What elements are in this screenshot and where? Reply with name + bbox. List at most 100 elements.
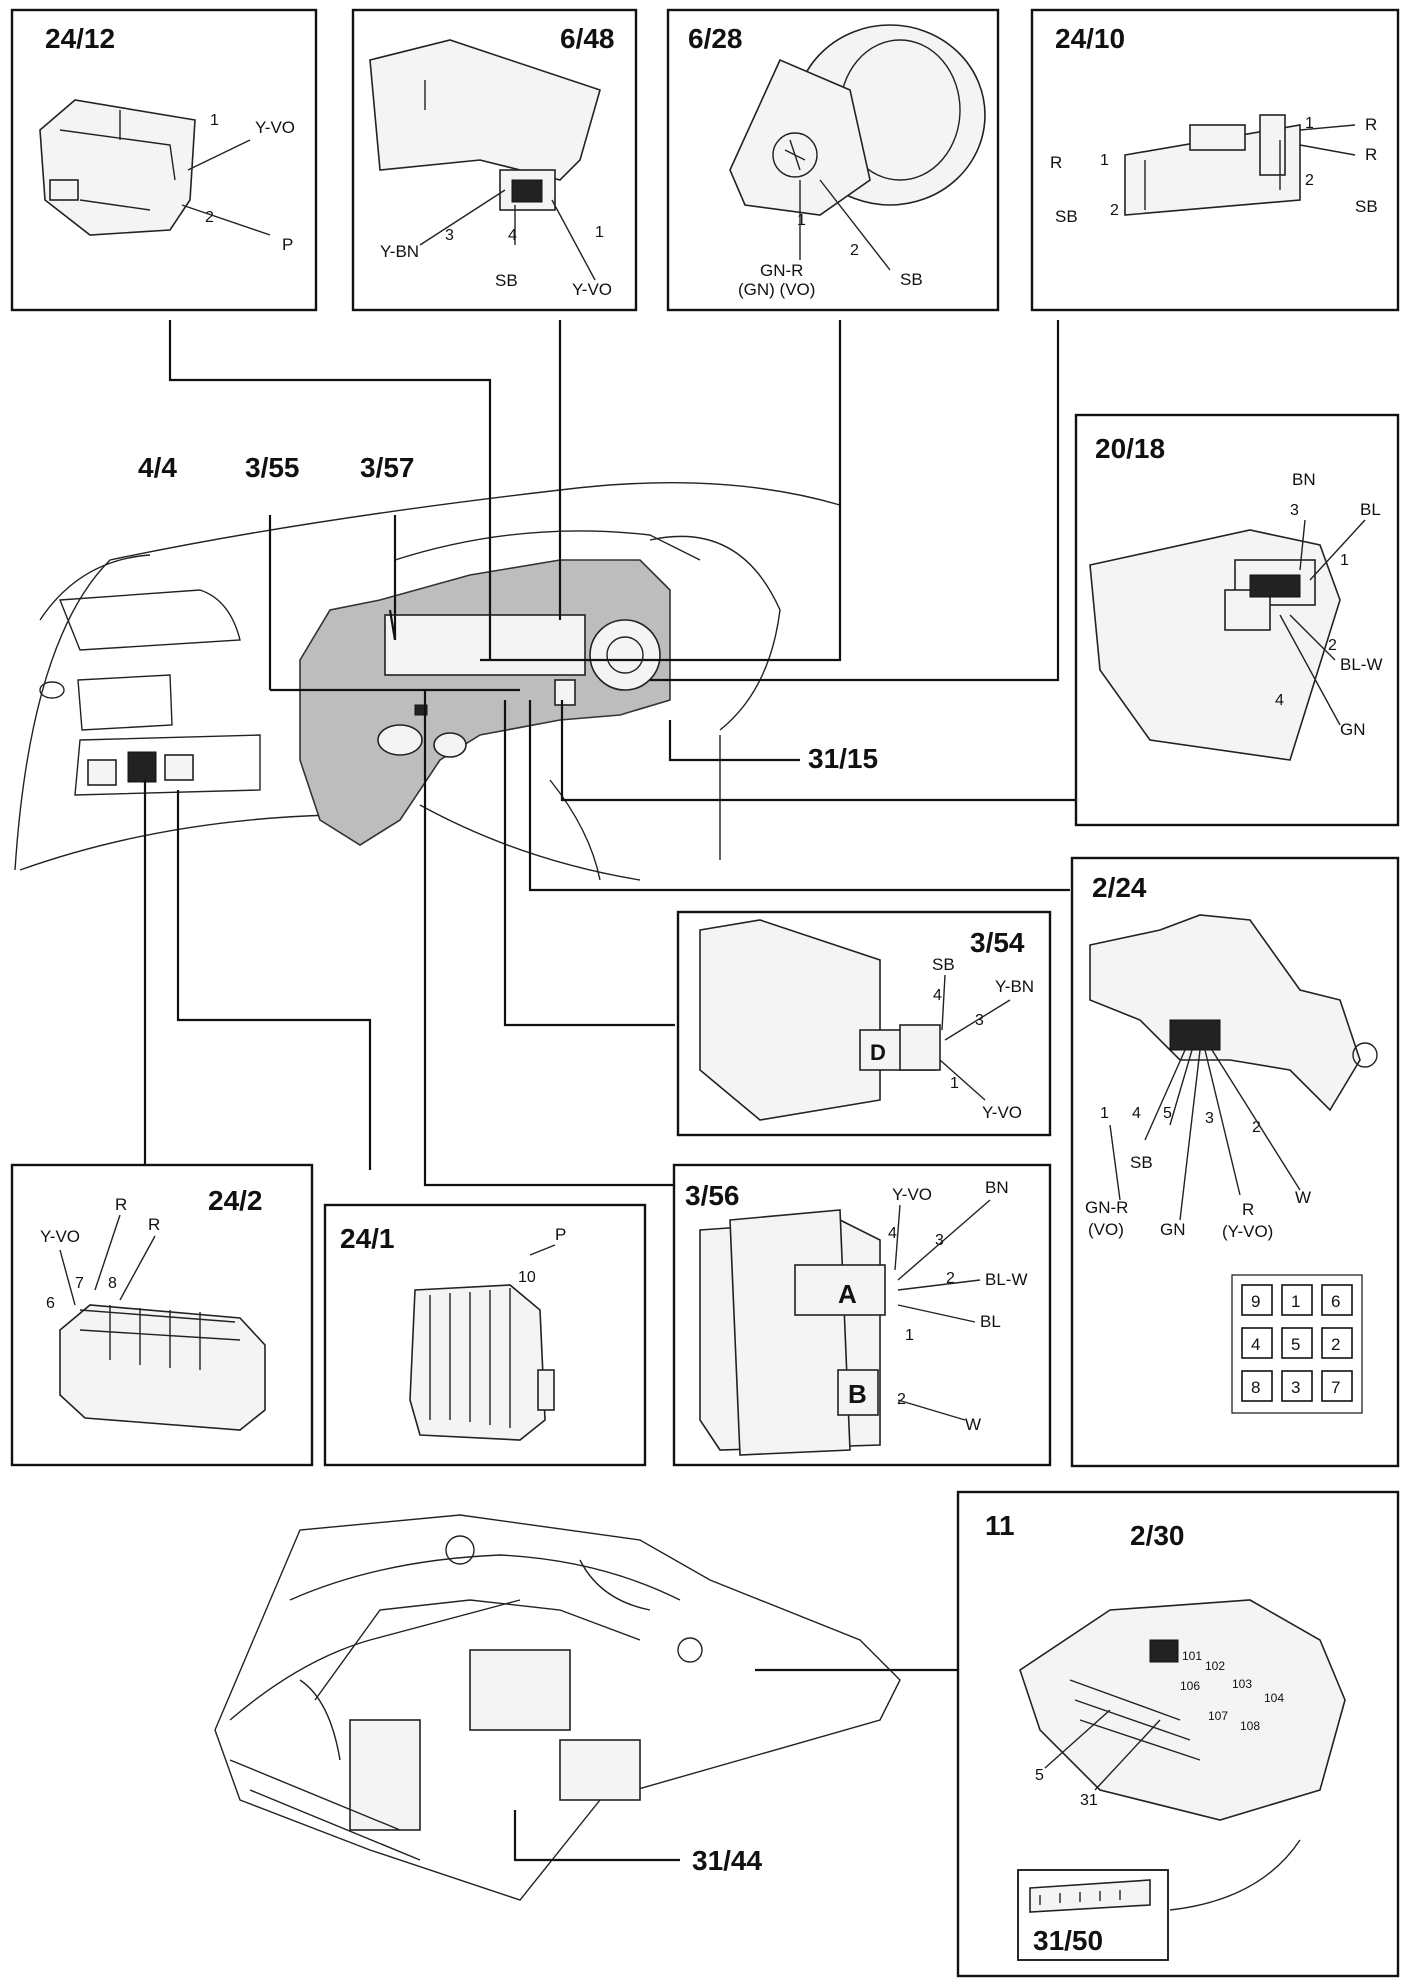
callouts: 4/4 3/55 3/57 31/15 31/44: [138, 452, 878, 1876]
wire-color: BL: [980, 1312, 1001, 1331]
wire-color: R: [1242, 1200, 1254, 1219]
wire-color: Y-VO: [255, 118, 295, 137]
panel-title: 24/1: [340, 1223, 395, 1254]
panel-3-54: 3/54 D SB 4 Y-BN 3 1 Y-VO: [676, 910, 1052, 1137]
panel-title: 2/24: [1092, 872, 1147, 903]
pin-label: 4: [1275, 692, 1284, 709]
leader-lines: [143, 320, 1080, 1862]
pin-label: 1: [1305, 115, 1314, 132]
pin-label: 5: [1035, 1767, 1044, 1784]
wire-color: SB: [1130, 1153, 1153, 1172]
wire-color: R: [148, 1215, 160, 1234]
callout-3-57: 3/57: [360, 452, 415, 483]
pin-label: 2: [850, 242, 859, 259]
pin-label: 1: [210, 112, 219, 129]
panel-3-56: 3/56 A B Y-VO BN 4 3 2 BL-W BL 1 2 W: [672, 1163, 1052, 1467]
pin-label: 2: [1305, 172, 1314, 189]
panel-title: 24/2: [208, 1185, 263, 1216]
pin-label: 2: [1110, 202, 1119, 219]
inset-31-50: 31/50: [1017, 1869, 1169, 1961]
pin-label: 2: [897, 1391, 906, 1408]
pin-label: 2: [946, 1270, 955, 1287]
wire-color: Y-VO: [572, 280, 612, 299]
panel-11: 11 2/30 101 102 103 104 106 107 108 5 31…: [956, 1490, 1400, 1978]
wire-color: R: [1050, 153, 1062, 172]
pin-label: 1: [595, 224, 604, 241]
panel-title: 3/54: [970, 927, 1025, 958]
pin-label: 4: [933, 987, 942, 1004]
pin-label: 3: [975, 1012, 984, 1029]
engine-bay-illustration: [214, 1514, 901, 1901]
callout-4-4: 4/4: [138, 452, 177, 483]
panel-2-24: 2/24 1 4 5 3 2 SB GN-R (VO) GN R (Y-VO) …: [1070, 856, 1400, 1468]
wire-color: GN-R: [760, 261, 803, 280]
connector-letter: D: [870, 1040, 886, 1065]
pin-label: 10: [518, 1269, 536, 1286]
pin-label: 2: [205, 209, 214, 226]
wire-color: GN-R: [1085, 1198, 1128, 1217]
pin-label: 3: [1205, 1110, 1214, 1127]
pin-label: 3: [1290, 502, 1299, 519]
pin-label: 1: [1100, 1105, 1109, 1122]
panel-title: 24/12: [45, 23, 115, 54]
callout-3-55: 3/55: [245, 452, 300, 483]
grid-cell: 9: [1251, 1292, 1260, 1311]
pin-grid: 9 1 6 4 5 2 8 3 7: [1231, 1274, 1363, 1414]
wire-color: P: [555, 1225, 566, 1244]
wire-color: BL-W: [985, 1270, 1028, 1289]
wire-color: SB: [1355, 197, 1378, 216]
wire-color: BN: [985, 1178, 1009, 1197]
wire-color: SB: [932, 955, 955, 974]
fuse-label: 101: [1182, 1649, 1202, 1663]
grid-cell: 1: [1291, 1292, 1300, 1311]
pin-label: 2: [1328, 637, 1337, 654]
pin-label: 4: [888, 1225, 897, 1242]
wire-color: SB: [495, 271, 518, 290]
panel-24-12: 24/12 1 Y-VO 2 P: [10, 8, 318, 312]
grid-cell: 6: [1331, 1292, 1340, 1311]
grid-cell: 4: [1251, 1335, 1260, 1354]
fuse-label: 102: [1205, 1659, 1225, 1673]
wire-color: R: [1365, 145, 1377, 164]
panel-title: 6/48: [560, 23, 615, 54]
panel-title: 6/28: [688, 23, 743, 54]
wire-color: Y-BN: [380, 242, 419, 261]
connector-letter: B: [848, 1379, 867, 1409]
pin-label: 1: [950, 1075, 959, 1092]
wire-color: W: [1295, 1188, 1311, 1207]
wire-color: SB: [900, 270, 923, 289]
wire-color: (VO): [1088, 1220, 1124, 1239]
panel-6-28: 6/28 1 2 GN-R (GN) (VO) SB: [666, 8, 1000, 312]
panel-title: 20/18: [1095, 433, 1165, 464]
grid-cell: 2: [1331, 1335, 1340, 1354]
pin-label: 1: [1340, 552, 1349, 569]
fuse-label: 103: [1232, 1677, 1252, 1691]
wire-color: (GN) (VO): [738, 280, 815, 299]
wire-color: (Y-VO): [1222, 1222, 1273, 1241]
panel-6-48: 6/48 3 Y-BN 4 SB 1 Y-VO: [351, 8, 638, 312]
wire-color: BL-W: [1340, 655, 1383, 674]
panel-title: 24/10: [1055, 23, 1125, 54]
grid-cell: 7: [1331, 1378, 1340, 1397]
pin-label: 31: [1080, 1792, 1098, 1809]
pin-label: 1: [905, 1327, 914, 1344]
panel-24-2: 24/2 Y-VO R R 7 8 6: [10, 1163, 314, 1467]
grid-cell: 8: [1251, 1378, 1260, 1397]
wire-color: R: [1365, 115, 1377, 134]
wire-color: BN: [1292, 470, 1316, 489]
pin-label: 4: [508, 227, 517, 244]
wire-color: GN: [1160, 1220, 1186, 1239]
wire-color: Y-VO: [982, 1103, 1022, 1122]
wire-color: Y-VO: [892, 1185, 932, 1204]
panel-24-10: 24/10 1 R R 1 R 2 SB 2 SB: [1030, 8, 1400, 312]
pin-label: 5: [1163, 1105, 1172, 1122]
wire-color: BL: [1360, 500, 1381, 519]
pin-label: 4: [1132, 1105, 1141, 1122]
panel-24-1: 24/1 P 10: [323, 1203, 647, 1467]
panel-title: 3/56: [685, 1180, 740, 1211]
grid-cell: 3: [1291, 1378, 1300, 1397]
pin-label: 7: [75, 1275, 84, 1292]
wire-color: W: [965, 1415, 981, 1434]
callout-31-15: 31/15: [808, 743, 878, 774]
grid-cell: 5: [1291, 1335, 1300, 1354]
